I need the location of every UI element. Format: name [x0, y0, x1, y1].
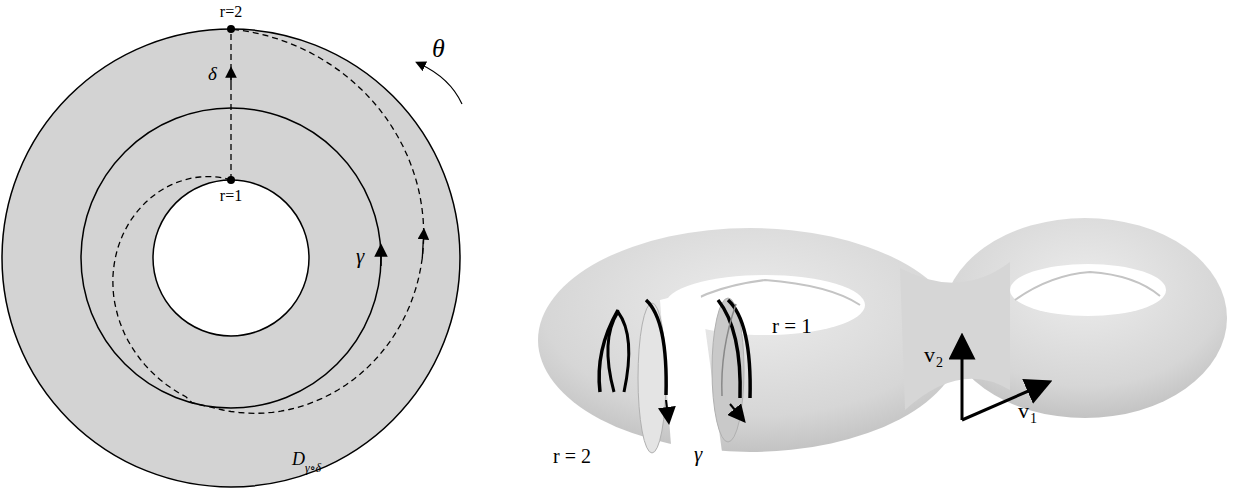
math-label: r=1 — [220, 188, 242, 204]
math-label: r=2 — [220, 4, 242, 20]
double-torus — [538, 218, 1227, 458]
math-label: γ∘δ — [305, 462, 321, 474]
math-label: r = 2 — [553, 446, 591, 466]
math-label: v — [1018, 400, 1029, 422]
twisted-path — [113, 29, 424, 413]
math-label: 1 — [1030, 412, 1037, 426]
math-label: r = 1 — [772, 316, 812, 337]
math-label: v — [924, 344, 935, 366]
math-label: 2 — [936, 356, 943, 370]
gamma-curve — [81, 108, 381, 408]
theta-arrow — [420, 64, 462, 104]
math-label: δ — [208, 64, 217, 83]
math-label: θ — [432, 36, 445, 62]
math-label: γ — [356, 246, 364, 267]
annulus-outer — [2, 29, 460, 487]
delta-path — [230, 29, 231, 180]
annulus-hole — [153, 180, 309, 336]
math-label: γ — [694, 444, 702, 465]
math-label: D — [292, 450, 305, 468]
